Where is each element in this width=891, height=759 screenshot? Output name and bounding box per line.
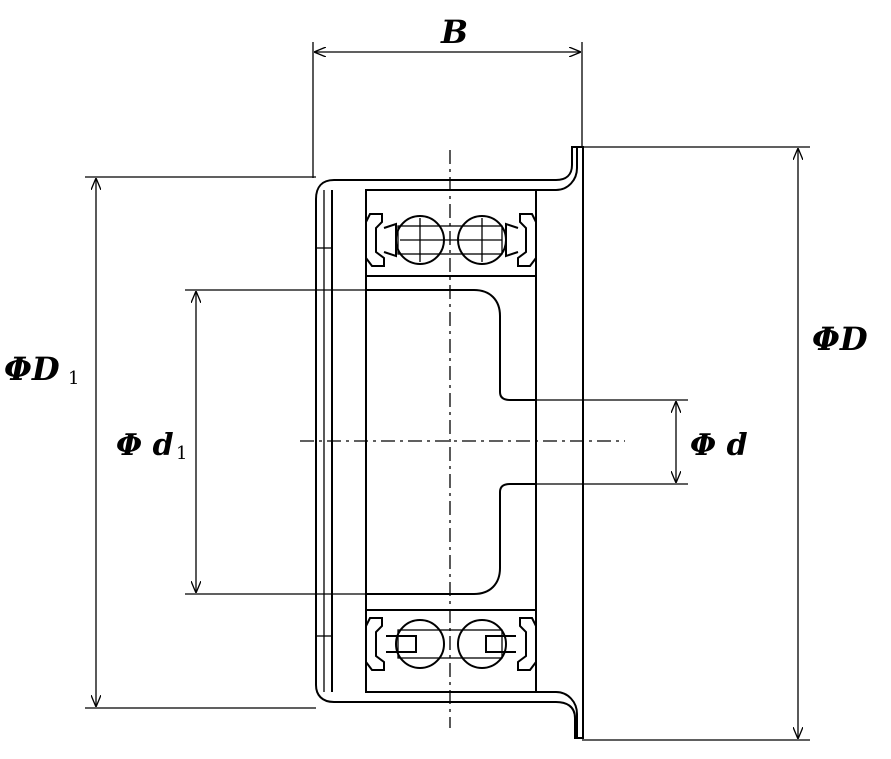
label-inner-bore-subscript: 1 bbox=[176, 443, 187, 464]
seal-bottom-right bbox=[517, 617, 537, 671]
seal-top-right bbox=[517, 213, 537, 267]
inner-bearing-body bbox=[365, 189, 537, 693]
extension-lines bbox=[85, 42, 810, 741]
seal-bottom-left bbox=[365, 617, 385, 671]
outer-shell bbox=[315, 146, 584, 739]
bottom-ball-row bbox=[365, 617, 537, 671]
ball-bottom-left bbox=[395, 619, 445, 669]
label-flange-diameter-subscript: 1 bbox=[68, 368, 79, 389]
label-width: B bbox=[440, 13, 468, 51]
top-ball-row bbox=[365, 213, 537, 267]
label-inner-bore: Φ d bbox=[116, 428, 174, 463]
ball-bottom-right bbox=[457, 619, 507, 669]
label-flange-diameter: ΦD bbox=[4, 350, 60, 388]
label-bore: Φ d bbox=[690, 428, 748, 463]
label-outer-diameter: ΦD bbox=[812, 320, 868, 358]
dimension-lines bbox=[96, 52, 798, 738]
seal-top-left bbox=[365, 213, 385, 267]
center-lines bbox=[300, 150, 625, 728]
